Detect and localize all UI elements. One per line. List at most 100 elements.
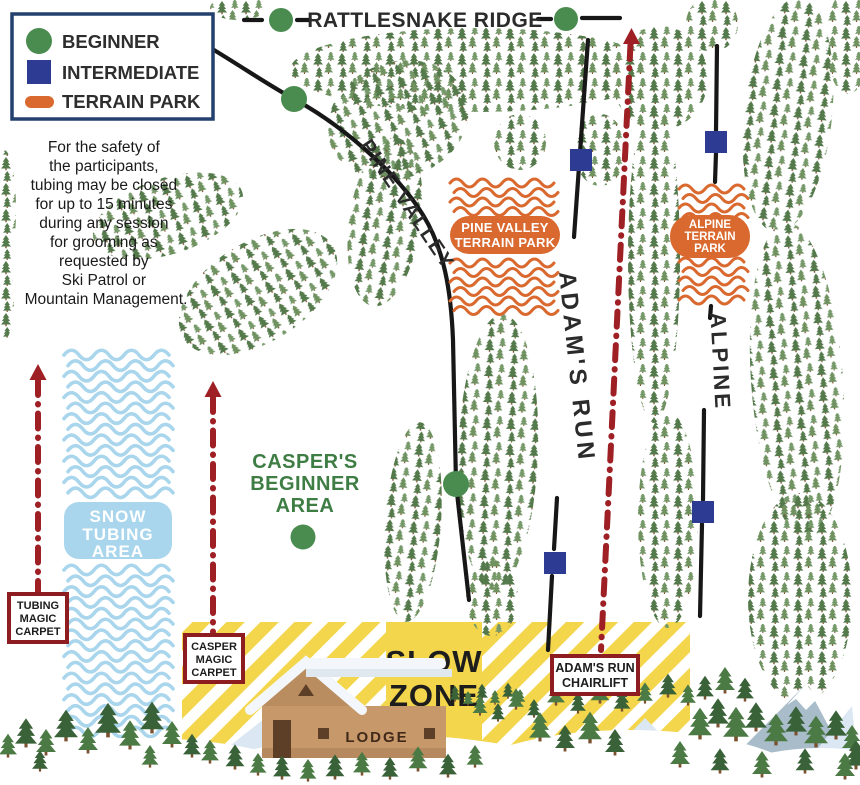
legend-intermediate-label: INTERMEDIATE — [62, 62, 199, 83]
casper-magic-carpet-sign: CASPER MAGIC CARPET — [183, 633, 245, 684]
wave-row — [62, 585, 171, 599]
fir-tree — [715, 667, 735, 694]
wave-row — [677, 275, 746, 287]
wave-row — [62, 671, 171, 685]
wave-row — [452, 187, 560, 198]
wave-row — [66, 617, 175, 631]
fir-tree — [723, 706, 749, 742]
up-arrow-icon — [29, 364, 47, 380]
sign-text: CASPER — [191, 641, 237, 653]
wave-row — [677, 183, 746, 195]
lodge-window — [318, 728, 329, 739]
rattlesnake-ridge-label: RATTLESNAKE RIDGE — [307, 9, 543, 32]
fir-tree — [736, 677, 754, 702]
fir-tree — [696, 675, 714, 700]
beginner-marker — [290, 524, 316, 550]
terrain-park-badge — [450, 216, 560, 254]
caspers-label-line2: BEGINNER — [250, 473, 360, 495]
fir-tree — [0, 733, 17, 758]
trail-rattlesnake-ridge — [241, 7, 623, 32]
wave-row — [62, 693, 171, 707]
wave-row — [681, 193, 750, 204]
caspers-beginner-area: CASPER'S BEGINNER AREA — [250, 451, 360, 550]
pine-valley-park-label-line2: TERRAIN PARK — [455, 235, 556, 250]
snow-tubing-label-line3: AREA — [92, 542, 144, 561]
adams-run-label: ADAM'S RUN — [553, 270, 600, 464]
wave-row — [66, 443, 175, 457]
tubing-magic-carpet-sign: TUBING MAGIC CARPET — [7, 592, 69, 644]
wave-row — [62, 348, 171, 362]
pine-valley-park-label-line1: PINE VALLEY — [461, 220, 549, 235]
trail-alpine — [692, 43, 727, 619]
wave-row — [66, 595, 175, 609]
wave-row — [448, 276, 556, 288]
wave-row — [62, 649, 171, 663]
trail-adams-run — [544, 37, 592, 653]
wave-row — [448, 196, 556, 208]
beginner-icon — [26, 28, 52, 54]
wave-row — [677, 256, 746, 268]
wave-row — [681, 266, 750, 277]
pine-valley-terrain-park: PINE VALLEY TERRAIN PARK — [448, 177, 560, 316]
beginner-marker — [554, 7, 578, 31]
caspers-label-line3: AREA — [276, 495, 335, 517]
beginner-marker — [269, 8, 293, 32]
snow-tubing-label-line2: TUBING — [82, 525, 153, 544]
adams-run-chairlift-line — [598, 41, 634, 653]
lift-lines — [29, 28, 640, 653]
mountain-snowcap — [787, 684, 824, 710]
sign-text: CARPET — [191, 667, 237, 679]
legend-beginner-label: BEGINNER — [62, 31, 160, 52]
intermediate-marker — [544, 552, 566, 574]
wave-row — [66, 639, 175, 653]
sign-text: CHAIRLIFT — [562, 676, 628, 690]
fir-tree — [707, 698, 729, 728]
alpine-label: ALPINE — [705, 312, 735, 412]
wave-row — [66, 574, 175, 588]
wave-row — [448, 257, 556, 269]
sign-text: ADAM'S RUN — [555, 661, 634, 675]
wave-row — [677, 202, 746, 214]
wave-row — [62, 563, 171, 577]
sign-text: TUBING — [17, 600, 59, 612]
wave-row — [452, 267, 560, 278]
snow-tubing-area: SNOW TUBING AREA — [62, 348, 175, 739]
alpine-terrain-park: ALPINE TERRAIN PARK — [670, 183, 750, 306]
wave-row — [677, 294, 746, 306]
wave-row — [66, 422, 175, 436]
wave-row — [448, 177, 556, 189]
alpine-park-label-line2: TERRAIN — [684, 231, 735, 243]
lodge-window — [424, 728, 435, 739]
intermediate-marker — [570, 149, 592, 171]
fir-tree — [54, 709, 78, 742]
intermediate-marker — [705, 131, 727, 153]
wave-row — [66, 380, 175, 394]
lodge-door — [273, 720, 291, 758]
adams-run-chairlift-sign: ADAM'S RUN CHAIRLIFT — [550, 654, 640, 696]
snow-tubing-label-line1: SNOW — [90, 507, 147, 526]
beginner-marker — [281, 86, 307, 112]
legend-terrain-park-label: TERRAIN PARK — [62, 91, 201, 112]
wave-row — [66, 682, 175, 696]
intermediate-icon — [27, 60, 51, 84]
attic-window — [298, 684, 314, 696]
lift-labels: TUBING MAGIC CARPET CASPER MAGIC CARPET … — [7, 592, 640, 696]
wave-row — [62, 454, 171, 468]
wave-row — [62, 390, 171, 404]
base-area-scene: LODGE — [0, 655, 860, 785]
forest-clusters — [0, 0, 860, 703]
wave-row — [62, 475, 171, 489]
alpine-park-label-line3: PARK — [694, 243, 726, 255]
wave-row — [66, 401, 175, 415]
wave-row — [452, 286, 560, 297]
up-arrow-icon — [623, 28, 640, 44]
fir-tree — [162, 721, 182, 748]
wave-row — [452, 206, 560, 217]
wave-row — [66, 359, 175, 373]
trails — [211, 7, 727, 653]
beginner-marker — [443, 471, 469, 497]
wave-row — [62, 606, 171, 620]
wave-row — [448, 295, 556, 307]
wave-row — [66, 486, 175, 500]
